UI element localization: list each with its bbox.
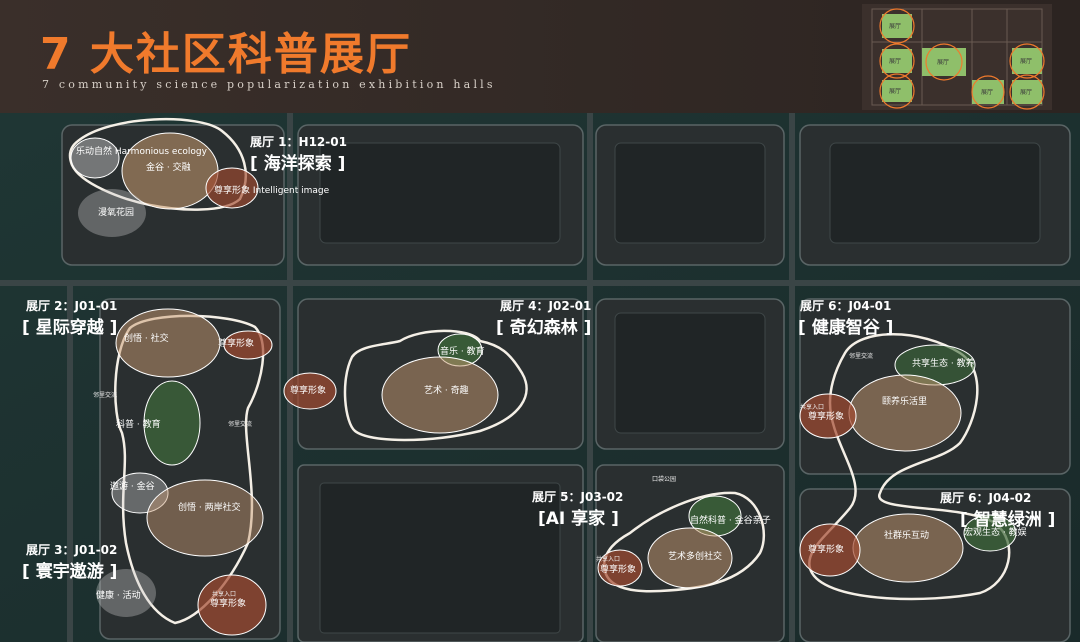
zone-label: 尊享形象 <box>210 599 247 609</box>
hall-2-title: [ 星际穿越 ] <box>22 318 118 338</box>
hall-6-name: 展厅 6：J04-01 <box>800 299 892 313</box>
hall-3-name: 展厅 3：J01-02 <box>26 543 118 557</box>
hall-4-diagram <box>283 329 528 442</box>
svg-text:展厅: 展厅 <box>981 89 993 96</box>
svg-text:展厅: 展厅 <box>889 23 901 30</box>
hall-1-diagram <box>68 118 259 237</box>
hall-6-title: [ 健康智谷 ] <box>798 318 894 338</box>
zone-label: 尊享形象 <box>290 386 327 396</box>
hall-5-name: 展厅 5：J03-02 <box>532 490 624 504</box>
header-bar: 7 大社区科普展厅 7 community science populariza… <box>0 0 1080 113</box>
key-hall-5 <box>972 80 1004 104</box>
zone-label: 音乐 · 教育 <box>440 347 485 357</box>
svg-text:展厅: 展厅 <box>889 58 901 65</box>
hall-7-name: 展厅 6：J04-02 <box>940 491 1032 505</box>
zone-label: 社群乐互动 <box>884 531 930 541</box>
key-hall-4 <box>922 48 966 76</box>
key-hall-1 <box>882 14 912 38</box>
zone-label: 尊享形象 <box>218 339 255 349</box>
svg-text:展厅: 展厅 <box>1020 89 1032 96</box>
zone-label: 金谷 · 交融 <box>146 163 191 173</box>
zone-label: 宏观生态 · 教娱 <box>964 528 1027 538</box>
zone-label: 漫氧花园 <box>98 208 135 218</box>
key-hall-6 <box>1012 48 1042 74</box>
note-label: 邻里交流 <box>93 392 118 399</box>
hall-5-title: [AI 享家 ] <box>538 509 619 529</box>
zone-label: 自然科普 · 金谷亲子 <box>690 516 771 526</box>
hall-5-diagram <box>597 491 765 593</box>
block-j01 <box>99 298 281 640</box>
hall-6-7-diagram <box>799 333 1017 601</box>
hall-1-title: [ 海洋探索 ] <box>250 154 346 174</box>
zone-label: 尊享形象 <box>808 412 845 422</box>
zone-label: 尊享形象 <box>600 565 637 575</box>
zone-label: 颐养乐活里 <box>882 397 928 407</box>
hall-1-name: 展厅 1：H12-01 <box>250 135 347 149</box>
page-subtitle: 7 community science popularization exhib… <box>42 78 496 91</box>
zone-label: 乐动自然 Harmonious ecology <box>76 147 207 157</box>
zone-label: 健康 · 活动 <box>96 591 141 601</box>
hall-2-3-diagram <box>96 308 273 636</box>
site-map <box>0 113 1080 642</box>
key-hall-7 <box>1012 80 1042 104</box>
hall-4-name: 展厅 4：J02-01 <box>500 299 592 313</box>
zone-label: 尊享形象 <box>808 545 845 555</box>
key-hall-3 <box>882 80 912 102</box>
zone-label: 尊享形象 Intelligent image <box>214 186 330 196</box>
hall-2-name: 展厅 2：J01-01 <box>26 299 118 313</box>
note-label: 共享入口 <box>596 556 621 563</box>
zone-label: 遨游 · 金谷 <box>110 482 155 492</box>
note-label: 邻里交流 <box>849 353 874 360</box>
hall-7-title: [ 智慧绿洲 ] <box>960 510 1056 530</box>
page-title: 7 大社区科普展厅 <box>40 29 412 80</box>
zone-label: 科普 · 教育 <box>116 420 161 430</box>
zone-label: 创悟 · 社交 <box>124 334 169 344</box>
hall-4-title: [ 奇幻森林 ] <box>496 318 592 338</box>
zone-label: 创悟 · 两岸社交 <box>178 503 241 513</box>
zone-label: 艺术多创社交 <box>668 552 723 562</box>
note-label: 邻里交流 <box>228 421 253 428</box>
key-hall-2 <box>882 49 912 73</box>
key-map: 展厅 展厅 展厅 展厅 展厅 展厅 展厅 <box>862 4 1052 110</box>
note-label: 共享入口 <box>212 591 237 598</box>
hall-3-title: [ 寰宇遨游 ] <box>22 562 118 582</box>
svg-text:展厅: 展厅 <box>1020 58 1032 65</box>
note-label: 口袋公园 <box>652 476 677 483</box>
zone-label: 共享生态 · 教养 <box>912 359 975 369</box>
svg-text:展厅: 展厅 <box>937 59 949 66</box>
note-label: 共享入口 <box>800 404 825 411</box>
zone-label: 艺术 · 奇趣 <box>424 386 469 396</box>
svg-text:展厅: 展厅 <box>889 88 901 95</box>
